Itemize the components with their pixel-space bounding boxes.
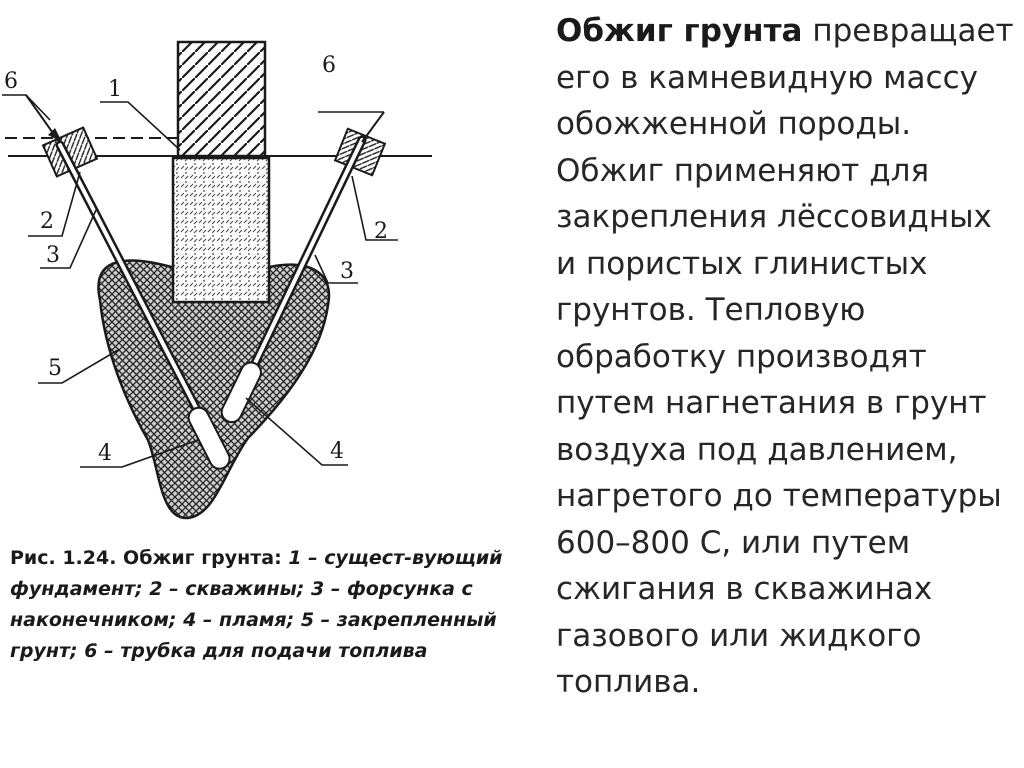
label-2-left: 2 — [40, 209, 54, 234]
leader-4-left — [80, 439, 199, 468]
label-5: 5 — [48, 356, 62, 381]
label-6-left: 6 — [4, 69, 18, 94]
leader-2-right — [351, 175, 398, 241]
left-well-inner — [58, 143, 207, 427]
figure-caption: Рис. 1.24. Обжиг грунта: 1 – сущест-вующ… — [10, 543, 510, 667]
label-4-left: 4 — [98, 441, 112, 466]
label-3-left: 3 — [46, 243, 60, 268]
label-6-right: 6 — [322, 53, 336, 78]
right-fuel-tube — [361, 111, 385, 143]
leader-1 — [100, 101, 181, 151]
body-text: Обжиг грунта превращает его в камневидну… — [556, 8, 1018, 706]
leader-2-left — [28, 171, 81, 237]
caption-prefix: Рис. 1.24. Обжиг грунта: — [10, 547, 289, 569]
foundation-upper — [176, 40, 267, 158]
soil-firing-diagram: 6 1 6 2 3 2 3 5 4 4 — [2, 40, 432, 520]
label-4-right: 4 — [330, 439, 344, 464]
leader-6-left — [2, 94, 51, 121]
right-flame — [220, 361, 262, 424]
leader-4-right — [245, 397, 348, 466]
left-flame — [187, 406, 231, 470]
body-text-rest: превращает его в камневидную массу обожж… — [556, 13, 1014, 700]
label-2-right: 2 — [374, 219, 388, 244]
right-well-inner — [245, 138, 364, 382]
leader-3-left — [40, 209, 97, 269]
caption-items: 1 – сущест-вующий фундамент; 2 – скважин… — [10, 547, 503, 662]
foundation-lower — [171, 156, 271, 304]
left-fuel-arrow — [48, 128, 62, 142]
label-1: 1 — [108, 77, 122, 102]
label-3-right: 3 — [340, 259, 354, 284]
body-text-lead: Обжиг грунта — [556, 13, 803, 49]
leader-5 — [38, 349, 119, 384]
leader-3-right — [314, 254, 358, 284]
